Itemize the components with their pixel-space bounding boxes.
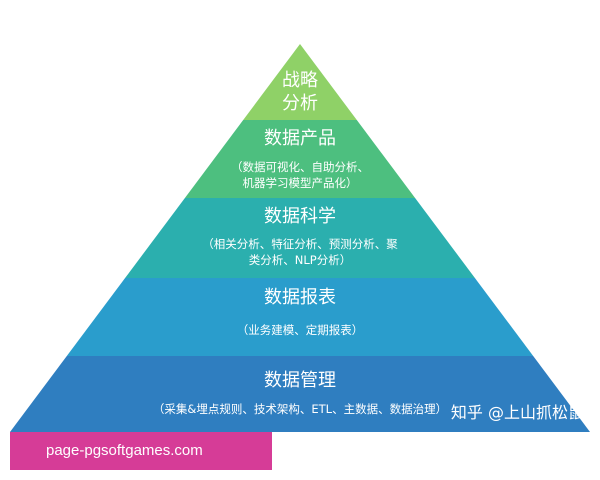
level-strategy-analysis: 战略 分析 bbox=[243, 44, 357, 120]
level-data-management-band bbox=[10, 356, 590, 432]
level-data-products-detail-line-1: （数据可视化、自助分析、 bbox=[231, 160, 369, 174]
level-data-science: 数据科学 （相关分析、特征分析、预测分析、聚 类分析、NLP分析） bbox=[125, 198, 475, 278]
zhihu-watermark: 知乎 @上山抓松鼠 bbox=[451, 403, 584, 422]
level-data-science-detail-line-1: （相关分析、特征分析、预测分析、聚 bbox=[202, 237, 398, 251]
level-data-science-title: 数据科学 bbox=[264, 206, 336, 227]
level-data-reports: 数据报表 （业务建模、定期报表） bbox=[66, 278, 534, 356]
level-data-products-band bbox=[184, 120, 416, 198]
site-url-banner: page-pgsoftgames.com bbox=[10, 432, 272, 470]
level-strategy-analysis-band bbox=[243, 44, 357, 120]
level-data-reports-band bbox=[66, 278, 534, 356]
level-strategy-analysis-title-line-2: 分析 bbox=[282, 93, 318, 114]
level-data-products-detail-line-2: 机器学习模型产品化） bbox=[243, 176, 358, 190]
level-data-management-title: 数据管理 bbox=[264, 370, 336, 391]
level-data-management-detail-line-1: （采集&埋点规则、技术架构、ETL、主数据、数据治理） bbox=[153, 402, 447, 416]
level-data-reports-title: 数据报表 bbox=[264, 287, 336, 308]
level-data-management: 数据管理 （采集&埋点规则、技术架构、ETL、主数据、数据治理） bbox=[10, 356, 590, 432]
level-data-science-band bbox=[125, 198, 475, 278]
level-data-reports-detail-line-1: （业务建模、定期报表） bbox=[237, 323, 364, 337]
level-data-products-title: 数据产品 bbox=[264, 128, 336, 149]
level-strategy-analysis-title-line-1: 战略 bbox=[282, 70, 318, 91]
level-data-products: 数据产品 （数据可视化、自助分析、 机器学习模型产品化） bbox=[184, 120, 416, 198]
level-data-science-detail-line-2: 类分析、NLP分析） bbox=[249, 253, 351, 267]
